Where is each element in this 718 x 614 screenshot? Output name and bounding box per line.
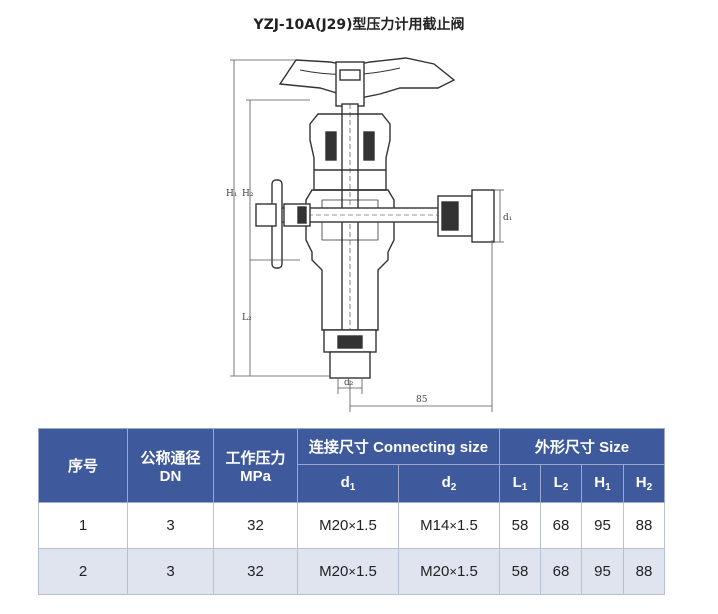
header-dn-cn: 公称通径 — [140, 449, 201, 467]
cell-d2-thread: M14 — [420, 517, 450, 534]
header-l1: L1 — [499, 464, 541, 503]
handwheel — [278, 57, 456, 99]
cell-mpa: 32 — [213, 502, 298, 549]
spec-table: 序号 公称通径 DN 工作压力 MPa 连接尺寸 Connecting size… — [38, 428, 665, 595]
cell-no: 1 — [38, 502, 128, 549]
header-h2-sub: 2 — [646, 482, 653, 493]
header-l2-base: L — [553, 474, 563, 491]
cell-l1: 58 — [499, 502, 541, 549]
cell-dn: 3 — [127, 502, 214, 549]
dim-d1: d₁ — [503, 213, 512, 223]
cell-d2: M20×1.5 — [398, 548, 500, 595]
cell-l1: 58 — [499, 548, 541, 595]
cell-d2-pitch: 1.5 — [456, 517, 478, 534]
header-no: 序号 — [38, 428, 128, 503]
dim-h2: H₂ — [242, 189, 254, 199]
cell-d2: M14×1.5 — [398, 502, 500, 549]
header-l1-sub: 1 — [521, 482, 528, 493]
header-d1-base: d — [340, 474, 350, 491]
cell-d1-thread: M20 — [319, 563, 349, 580]
dim-l2: L₂ — [242, 313, 252, 323]
header-d2-base: d — [441, 474, 451, 491]
page-title: YZJ-10A(J29)型压力计用截止阀 — [253, 17, 465, 33]
header-h2: H2 — [623, 464, 665, 503]
header-pressure: 工作压力 MPa — [213, 428, 298, 503]
header-h1-base: H — [594, 474, 606, 491]
header-h1: H1 — [581, 464, 624, 503]
cell-l2: 68 — [540, 502, 582, 549]
cell-d1-pitch: 1.5 — [355, 563, 377, 580]
header-dn-en: DN — [159, 467, 182, 485]
cell-h2: 88 — [623, 502, 665, 549]
header-l2-sub: 2 — [562, 482, 569, 493]
header-d2-sub: 2 — [450, 482, 457, 493]
dim-85: 85 — [416, 395, 428, 405]
dim-h1: H₁ — [226, 189, 237, 199]
header-d2: d2 — [398, 464, 500, 503]
dim-d2: d₂ — [344, 378, 354, 388]
valve-drawing: H₁ H₂ L₂ d₁ d₂ 85 — [226, 57, 512, 412]
cell-mpa: 32 — [213, 548, 298, 595]
header-h2-base: H — [635, 474, 647, 491]
header-pressure-unit: MPa — [240, 467, 271, 485]
header-l2: L2 — [540, 464, 582, 503]
table-row: 2 3 32 M20×1.5 M20×1.5 58 68 95 88 — [38, 548, 665, 595]
header-l1-base: L — [512, 474, 522, 491]
header-outline-size: 外形尺寸 Size — [499, 428, 665, 465]
header-pressure-cn: 工作压力 — [225, 449, 286, 467]
cell-h1: 95 — [581, 502, 624, 549]
cell-no: 2 — [38, 548, 128, 595]
cell-d1: M20×1.5 — [297, 502, 399, 549]
table-row: 1 3 32 M20×1.5 M14×1.5 58 68 95 88 — [38, 502, 665, 549]
cell-h1: 95 — [581, 548, 624, 595]
cell-d2-pitch: 1.5 — [456, 563, 478, 580]
cell-d2-thread: M20 — [420, 563, 450, 580]
cell-l2: 68 — [540, 548, 582, 595]
header-dn: 公称通径 DN — [127, 428, 214, 503]
cell-h2: 88 — [623, 548, 665, 595]
header-connecting-size: 连接尺寸 Connecting size — [297, 428, 500, 465]
header-d1-sub: 1 — [349, 482, 356, 493]
header-d1: d1 — [297, 464, 399, 503]
cell-d1-thread: M20 — [319, 517, 349, 534]
cell-d1: M20×1.5 — [297, 548, 399, 595]
cell-dn: 3 — [127, 548, 214, 595]
header-h1-sub: 1 — [605, 482, 611, 493]
cell-d1-pitch: 1.5 — [355, 517, 377, 534]
